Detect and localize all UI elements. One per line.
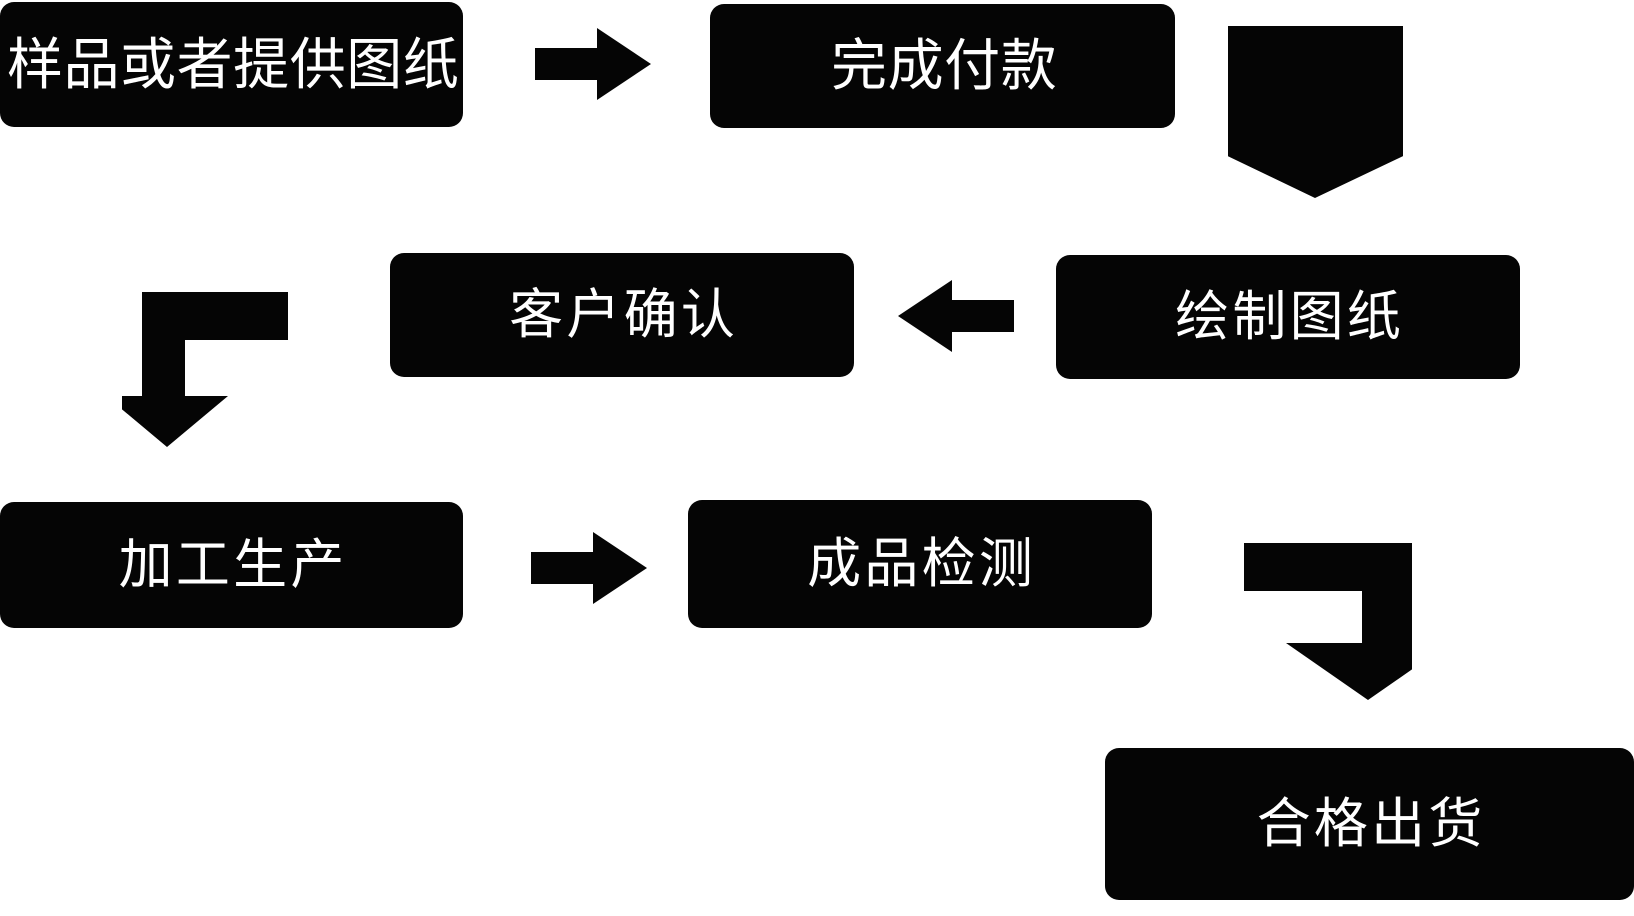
flow-node-payment-label: 完成付款: [831, 34, 1058, 97]
arrow-left-icon-drawing-to-confirm: [898, 280, 1014, 352]
flow-node-confirm[interactable]: 客户确认: [390, 253, 854, 377]
arrow-right-icon-production-to-inspection: [531, 532, 647, 604]
arrow-elbow-down-icon-inspection-to-shipping: [1244, 543, 1412, 700]
flow-node-inspection-label: 成品检测: [807, 534, 1037, 594]
flow-node-production[interactable]: 加工生产: [0, 502, 463, 628]
flow-node-inspection[interactable]: 成品检测: [688, 500, 1152, 628]
flow-node-payment[interactable]: 完成付款: [710, 4, 1175, 128]
flow-node-drawing-label: 绘制图纸: [1175, 287, 1405, 347]
flow-node-confirm-label: 客户确认: [509, 285, 739, 345]
flow-node-sample-label: 样品或者提供图纸: [6, 32, 460, 96]
arrow-right-icon-sample-to-payment: [535, 28, 651, 100]
arrow-elbow-down-icon-payment-to-drawing: [1228, 26, 1403, 198]
flow-node-shipping-label: 合格出货: [1256, 794, 1486, 854]
flow-node-shipping[interactable]: 合格出货: [1105, 748, 1634, 900]
flow-node-production-label: 加工生产: [118, 535, 348, 595]
flow-node-drawing[interactable]: 绘制图纸: [1056, 255, 1520, 379]
arrow-elbow-down-icon-confirm-to-production: [122, 292, 288, 447]
flow-node-sample[interactable]: 样品或者提供图纸: [0, 2, 463, 127]
